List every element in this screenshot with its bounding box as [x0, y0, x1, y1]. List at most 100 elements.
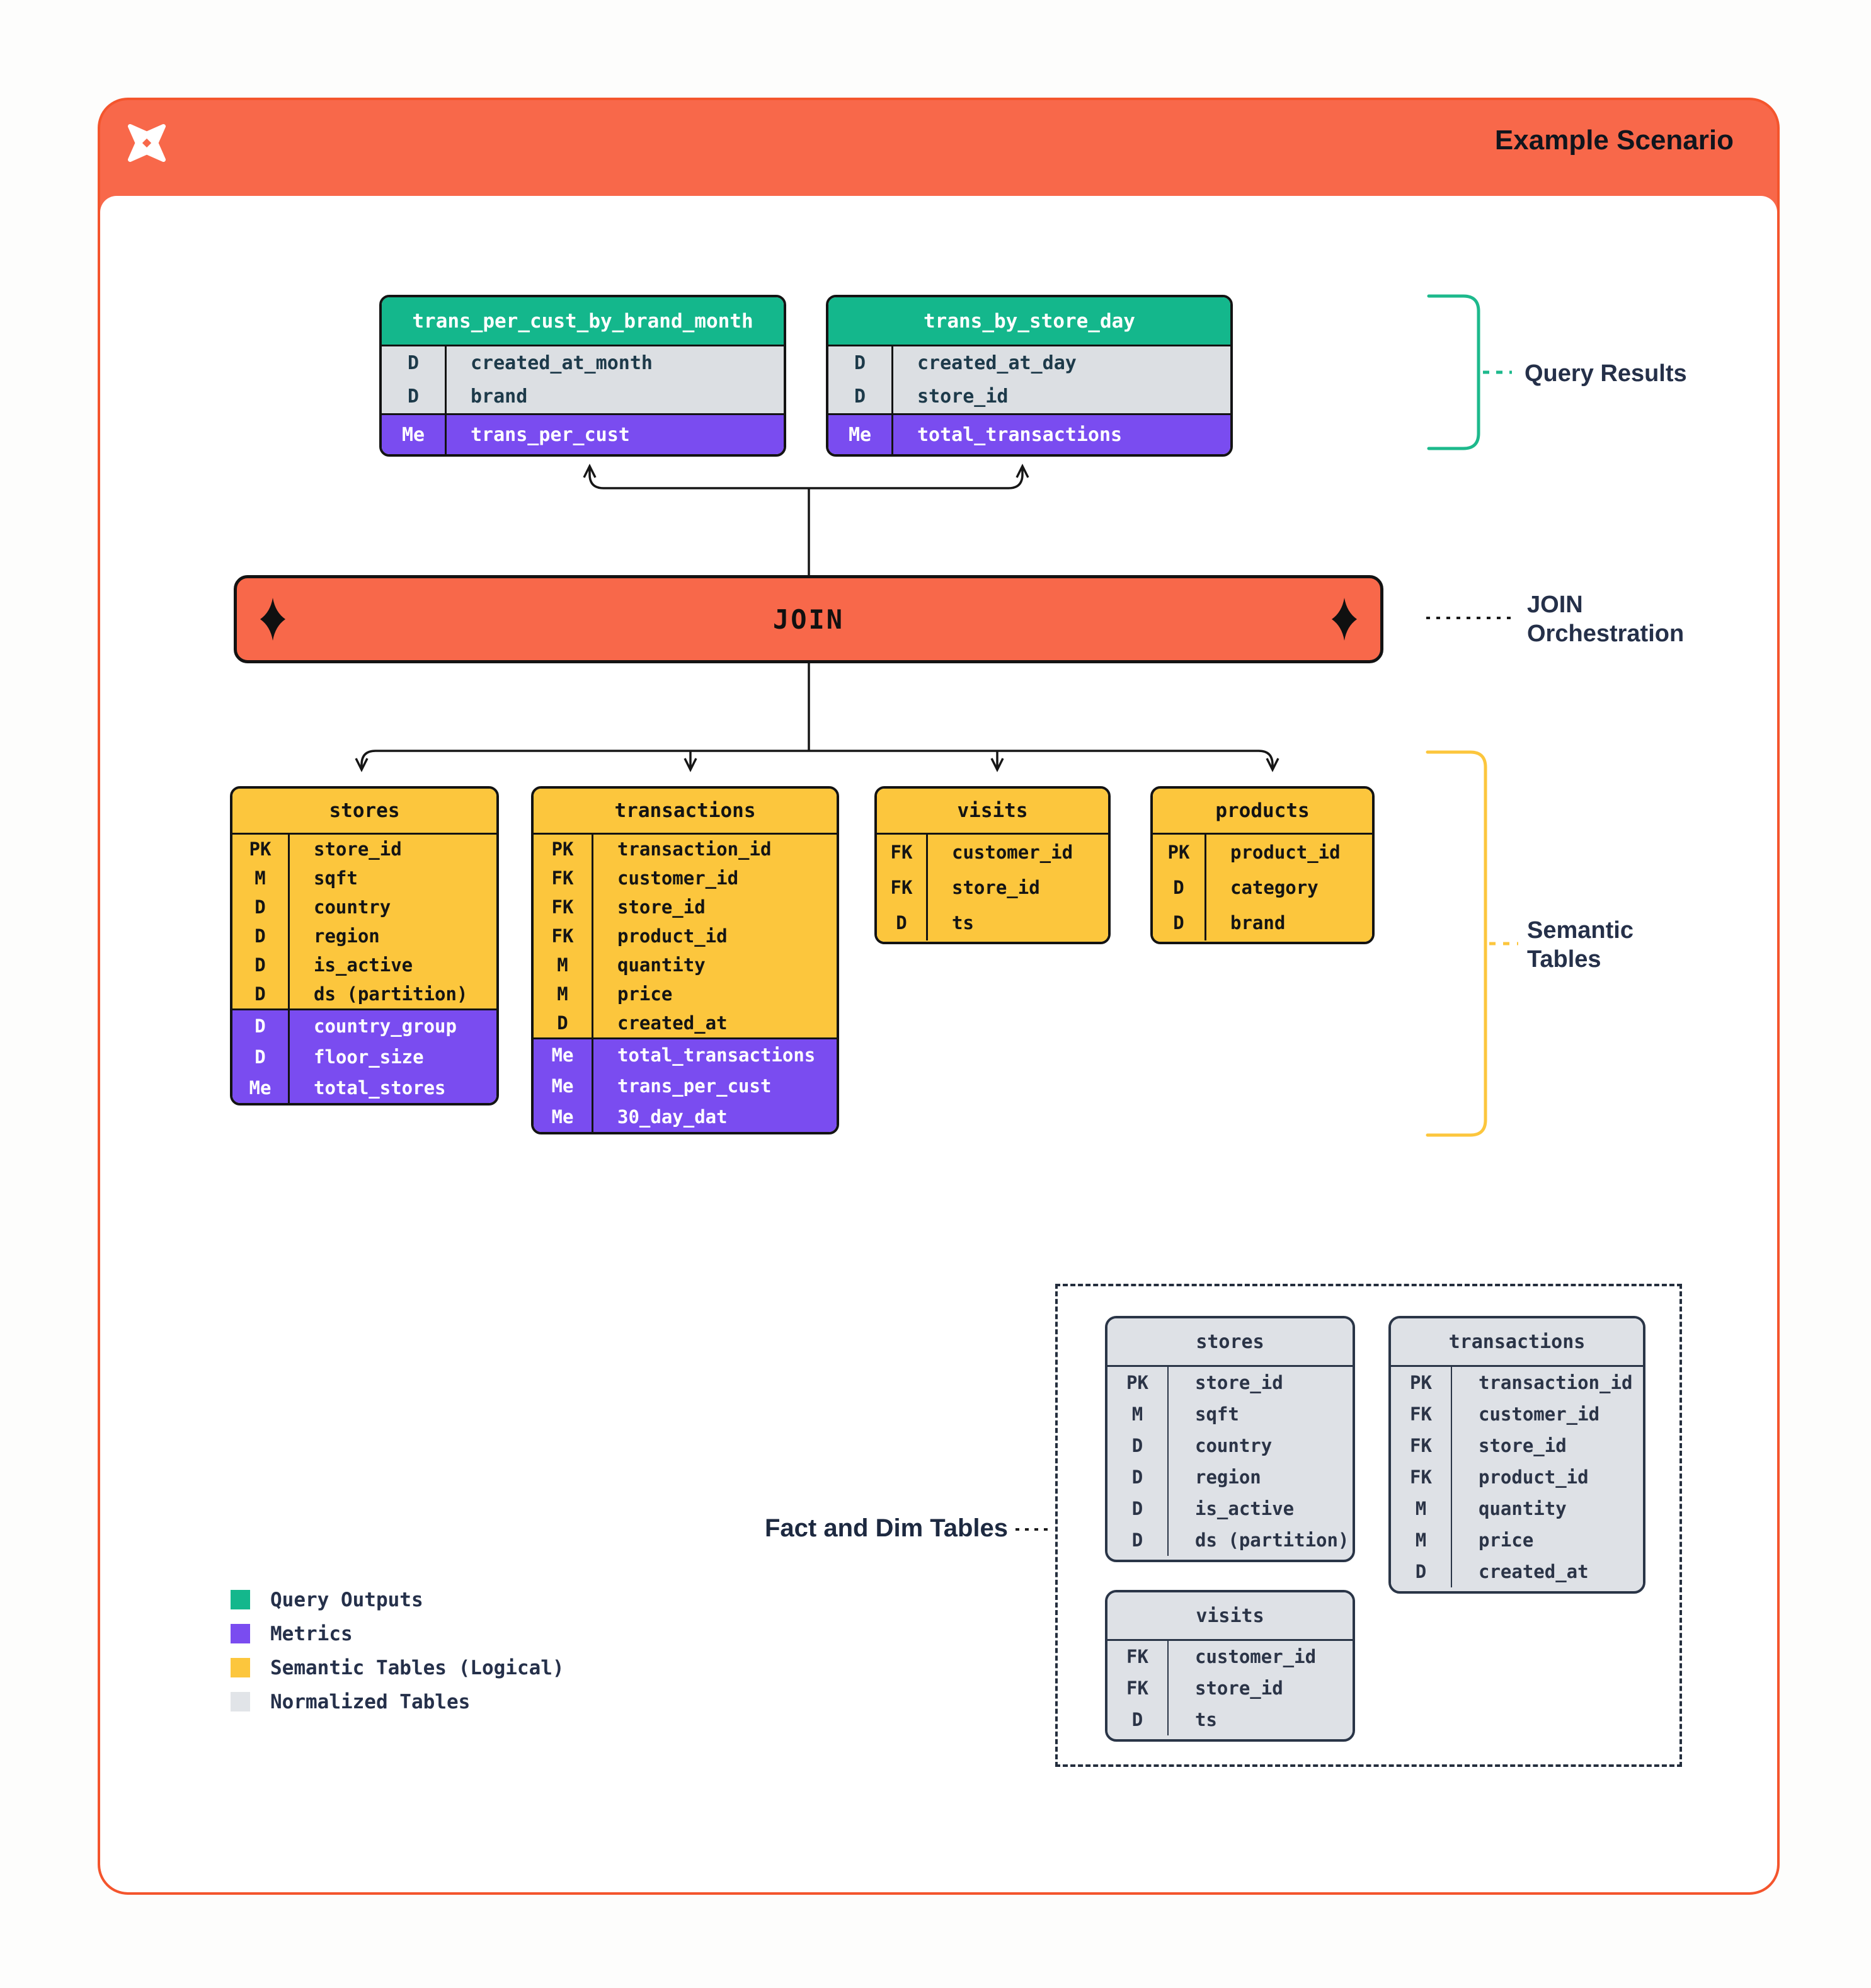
field-name: trans_per_cust — [471, 423, 630, 446]
field-name: is_active — [1195, 1498, 1295, 1519]
field-key: FK — [1391, 1461, 1452, 1493]
normalized-table-stores: stores PK store_id M sqft D country D re… — [1105, 1316, 1355, 1562]
metrics-section: Me total_transactions Me trans_per_cust … — [534, 1037, 837, 1132]
metrics-section: Me total_transactions — [828, 413, 1230, 454]
dagster-logo-icon — [127, 123, 166, 163]
legend: Query Outputs Metrics Semantic Tables (L… — [231, 1589, 564, 1713]
semantic-tables-label-line2: Tables — [1527, 946, 1601, 973]
field-name: 30_day_dat — [617, 1105, 728, 1128]
field-name: trans_per_cust — [617, 1075, 772, 1097]
table-row: FK customer_id — [1391, 1398, 1643, 1430]
field-key: M — [1391, 1524, 1452, 1556]
field-name: region — [314, 925, 380, 947]
field-name: sqft — [314, 867, 358, 889]
metrics-swatch-icon — [231, 1624, 250, 1643]
field-name: customer_id — [1195, 1646, 1317, 1667]
table-row: D ts — [1107, 1704, 1353, 1735]
table-row: PK store_id — [232, 835, 496, 864]
field-key: PK — [1391, 1367, 1452, 1398]
field-key: D — [1107, 1524, 1169, 1556]
table-row: PK transaction_id — [534, 835, 837, 864]
field-name: customer_id — [1479, 1403, 1600, 1425]
join-label: JOIN — [772, 603, 845, 635]
table-row: D created_at — [1391, 1556, 1643, 1587]
table-row: D country_group — [232, 1010, 496, 1041]
field-name: brand — [471, 386, 528, 408]
field-key: D — [1391, 1556, 1452, 1587]
table-title: trans_per_cust_by_brand_month — [382, 297, 784, 346]
table-body: D created_at_month D brand — [382, 346, 784, 413]
field-key: PK — [534, 835, 593, 864]
table-title: visits — [1107, 1592, 1353, 1641]
field-key: D — [1107, 1493, 1169, 1524]
field-key: D — [1153, 870, 1206, 905]
normalized-table-transactions: transactions PK transaction_id FK custom… — [1388, 1316, 1645, 1594]
field-name: country_group — [314, 1015, 457, 1037]
table-row: PK product_id — [1153, 835, 1372, 870]
field-key: M — [1391, 1493, 1452, 1524]
table-row: D created_at — [534, 1008, 837, 1037]
table-row: FK store_id — [534, 893, 837, 922]
table-row: FK store_id — [1391, 1430, 1643, 1461]
legend-item: Normalized Tables — [231, 1691, 564, 1713]
table-row: D brand — [1153, 905, 1372, 940]
field-name: country — [314, 896, 391, 918]
field-name: store_id — [952, 877, 1040, 898]
diamond-icon — [260, 598, 285, 641]
field-key: D — [232, 980, 290, 1008]
field-name: created_at — [1479, 1561, 1589, 1582]
table-row: D is_active — [232, 951, 496, 980]
table-title: products — [1153, 789, 1372, 835]
table-row: FK customer_id — [1107, 1641, 1353, 1672]
table-body: D created_at_day D store_id — [828, 346, 1230, 413]
table-title: transactions — [534, 789, 837, 835]
field-key: D — [877, 905, 928, 940]
legend-label: Metrics — [270, 1622, 353, 1645]
field-key: Me — [534, 1070, 593, 1101]
field-name: store_id — [1195, 1372, 1283, 1393]
field-name: floor_size — [314, 1046, 424, 1068]
field-key: M — [1107, 1398, 1169, 1430]
field-name: store_id — [1195, 1677, 1283, 1699]
table-title: visits — [877, 789, 1108, 835]
legend-item: Query Outputs — [231, 1589, 564, 1611]
table-title: trans_by_store_day — [828, 297, 1230, 346]
semantic-table-stores: stores PK store_id M sqft D country D re… — [230, 786, 499, 1105]
legend-label: Semantic Tables (Logical) — [270, 1656, 564, 1679]
table-row: D brand — [382, 380, 784, 413]
normalized-tables-swatch-icon — [231, 1692, 250, 1711]
field-name: price — [617, 983, 673, 1005]
table-row: D region — [232, 922, 496, 951]
table-row: D country — [232, 893, 496, 922]
metrics-section: Me trans_per_cust — [382, 413, 784, 454]
field-key: FK — [1107, 1672, 1169, 1704]
field-key: D — [1153, 905, 1206, 940]
normalized-table-visits: visits FK customer_id FK store_id D ts — [1105, 1590, 1355, 1742]
join-orchestration-bar: JOIN — [234, 575, 1383, 663]
field-name: country — [1195, 1435, 1273, 1456]
field-key: D — [1107, 1704, 1169, 1735]
field-key: PK — [232, 835, 290, 864]
fact-dim-box — [1055, 1284, 1682, 1767]
table-title: transactions — [1391, 1318, 1643, 1367]
page-title: Example Scenario — [1494, 125, 1734, 156]
field-key: M — [534, 980, 593, 1008]
legend-item: Semantic Tables (Logical) — [231, 1656, 564, 1679]
field-name: total_transactions — [917, 423, 1123, 446]
table-body: PK transaction_id FK customer_id FK stor… — [1391, 1367, 1643, 1591]
field-name: store_id — [314, 838, 402, 860]
field-key: FK — [534, 864, 593, 893]
field-name: transaction_id — [1479, 1372, 1633, 1393]
table-body: PK transaction_id FK customer_id FK stor… — [534, 835, 837, 1037]
field-key: FK — [877, 835, 928, 870]
join-orchestration-label-line1: JOIN — [1527, 591, 1583, 618]
field-name: brand — [1230, 912, 1286, 934]
field-key: D — [828, 380, 893, 413]
field-key: D — [232, 893, 290, 922]
field-name: store_id — [1479, 1435, 1567, 1456]
diamond-icon — [1332, 598, 1357, 641]
fact-dim-label: Fact and Dim Tables — [764, 1514, 1008, 1542]
field-key: Me — [382, 415, 447, 454]
semantic-tables-swatch-icon — [231, 1658, 250, 1677]
table-row: PK store_id — [1107, 1367, 1353, 1398]
